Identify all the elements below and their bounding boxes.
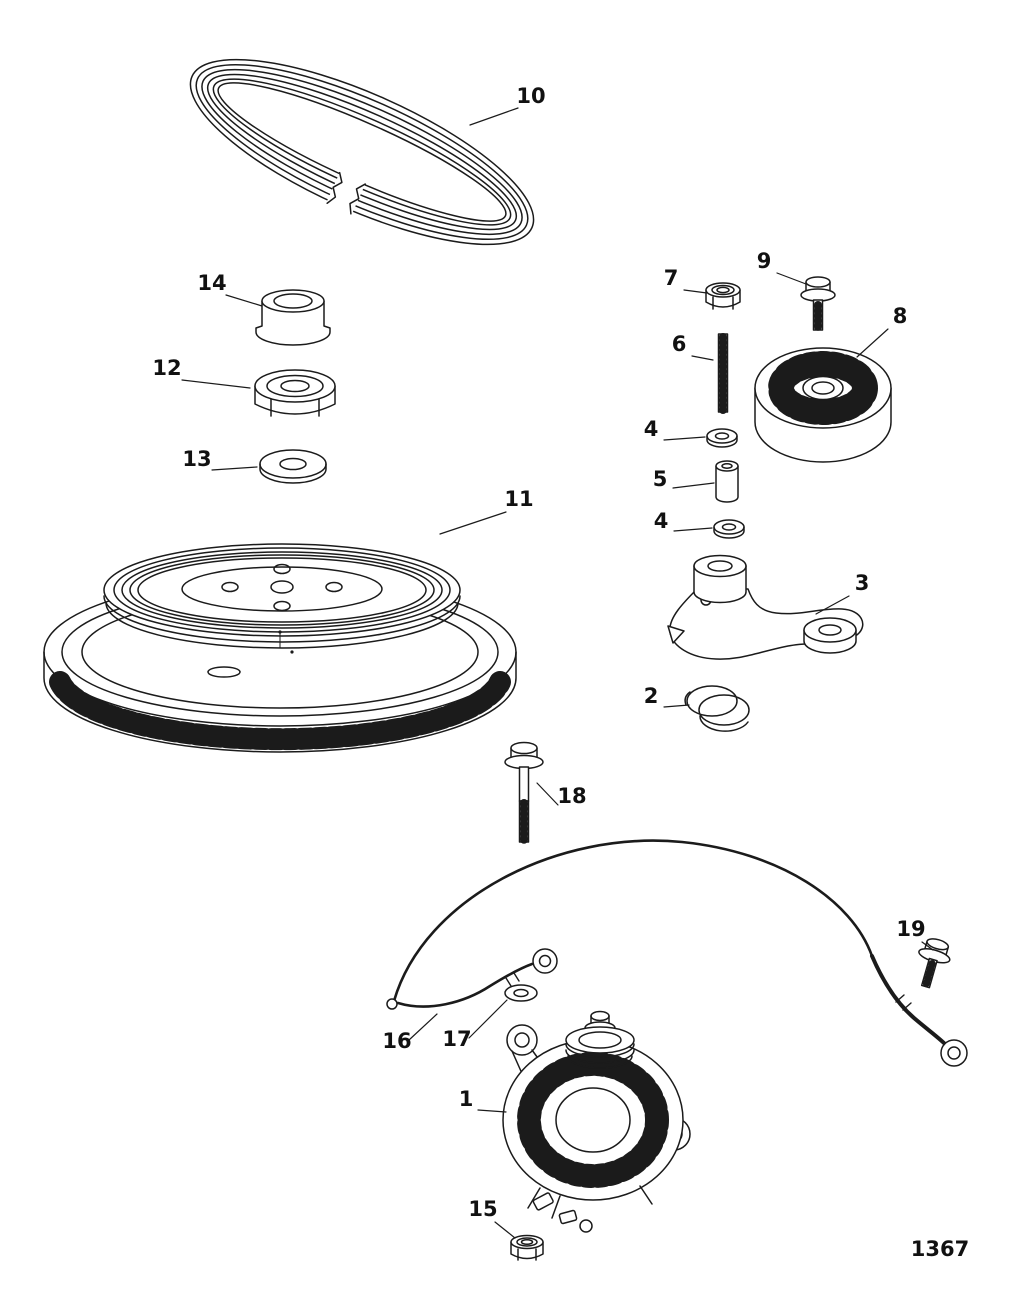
callout-19: 19: [896, 917, 925, 941]
wire-crimp: [505, 972, 520, 987]
belt-break-edge-right: [349, 183, 366, 215]
callout-4-upper: 4: [644, 417, 659, 441]
ground-wire-16: [396, 948, 558, 1008]
nut-12: [254, 369, 336, 417]
bushing-14: [255, 289, 331, 346]
ground-wire-long: [386, 839, 968, 1067]
nut-7: [705, 282, 741, 310]
callout-1: 1: [459, 1087, 474, 1111]
pulley-center-hole: [270, 580, 294, 594]
serpentine-belt: [189, 58, 535, 246]
callout-18: 18: [557, 784, 586, 808]
page-number: 1367: [911, 1237, 969, 1261]
callout-3: 3: [855, 571, 870, 595]
pulley-spokes: [768, 351, 878, 425]
callout-12: 12: [152, 356, 181, 380]
bolt-9: [800, 276, 836, 332]
washer-4-lower: [713, 519, 745, 539]
callout-5: 5: [653, 467, 668, 491]
bolt-19: [918, 938, 951, 989]
callout-10: 10: [516, 84, 545, 108]
callout-9: 9: [757, 249, 772, 273]
tensioner-bracket-3: [667, 554, 864, 660]
callout-11: 11: [504, 487, 533, 511]
bracket-notch: [667, 625, 685, 644]
idler-pulley-8: [754, 347, 892, 463]
flywheel: [43, 543, 517, 753]
callout-labels: 10 14 12 13 11 7 9 8 6 4 5 4 3 2 18 19 1…: [152, 84, 969, 1261]
callout-4-lower: 4: [654, 509, 669, 533]
callout-16: 16: [382, 1029, 411, 1053]
washer-13: [259, 449, 327, 484]
leader-lines: [181, 107, 934, 1239]
callout-17: 17: [442, 1027, 471, 1051]
callout-15: 15: [468, 1197, 497, 1221]
stud-6: [717, 333, 729, 414]
belt-break-gap: [326, 171, 366, 215]
vent-fins: [517, 1052, 669, 1188]
ring-gear-teeth: [49, 671, 511, 751]
callout-6: 6: [672, 332, 687, 356]
terminal-stud: [532, 1192, 554, 1211]
callout-8: 8: [893, 304, 908, 328]
wire-crimp: [895, 994, 912, 1011]
callout-2: 2: [644, 684, 659, 708]
washer-4-upper: [706, 428, 738, 448]
callout-13: 13: [182, 447, 211, 471]
callout-14: 14: [197, 271, 226, 295]
spacer-5: [715, 460, 739, 503]
bolt-18: [504, 741, 544, 844]
wire-end-eyelet: [386, 998, 398, 1010]
callout-7: 7: [664, 266, 679, 290]
flywheel-slot: [207, 666, 241, 678]
pulley-nut: [590, 1010, 610, 1022]
alternator-pulley: [565, 1026, 635, 1054]
nut-15: [510, 1234, 544, 1261]
terminal-stud: [558, 1209, 578, 1225]
alternator: [502, 1010, 691, 1233]
spring-2: [684, 685, 750, 732]
washer-17: [504, 984, 538, 1002]
belt-break-edge-left: [326, 171, 343, 205]
